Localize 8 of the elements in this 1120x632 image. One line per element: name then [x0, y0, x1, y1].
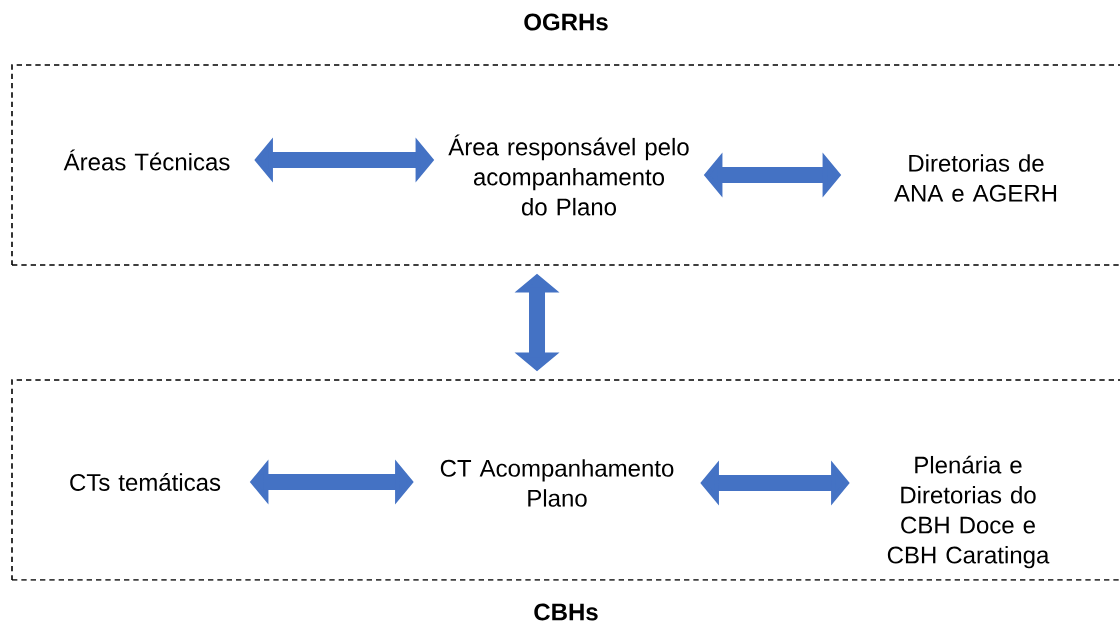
label-text: Áreas Técnicas: [63, 149, 230, 171]
label-text: Diretorias de ANA e AGERH: [894, 154, 1057, 202]
label-text: CTs temáticas: [70, 473, 221, 491]
label-text: CT Acompanhamento Plano: [440, 459, 674, 507]
group-heading: OGRHs: [524, 13, 608, 31]
label-text: Área responsável pelo acompanhamento do Plano: [448, 134, 689, 216]
label-text: Plenária e Diretorias do CBH Doce e CBH Caratinga: [887, 455, 1050, 569]
group-heading: CBHs: [534, 603, 598, 621]
